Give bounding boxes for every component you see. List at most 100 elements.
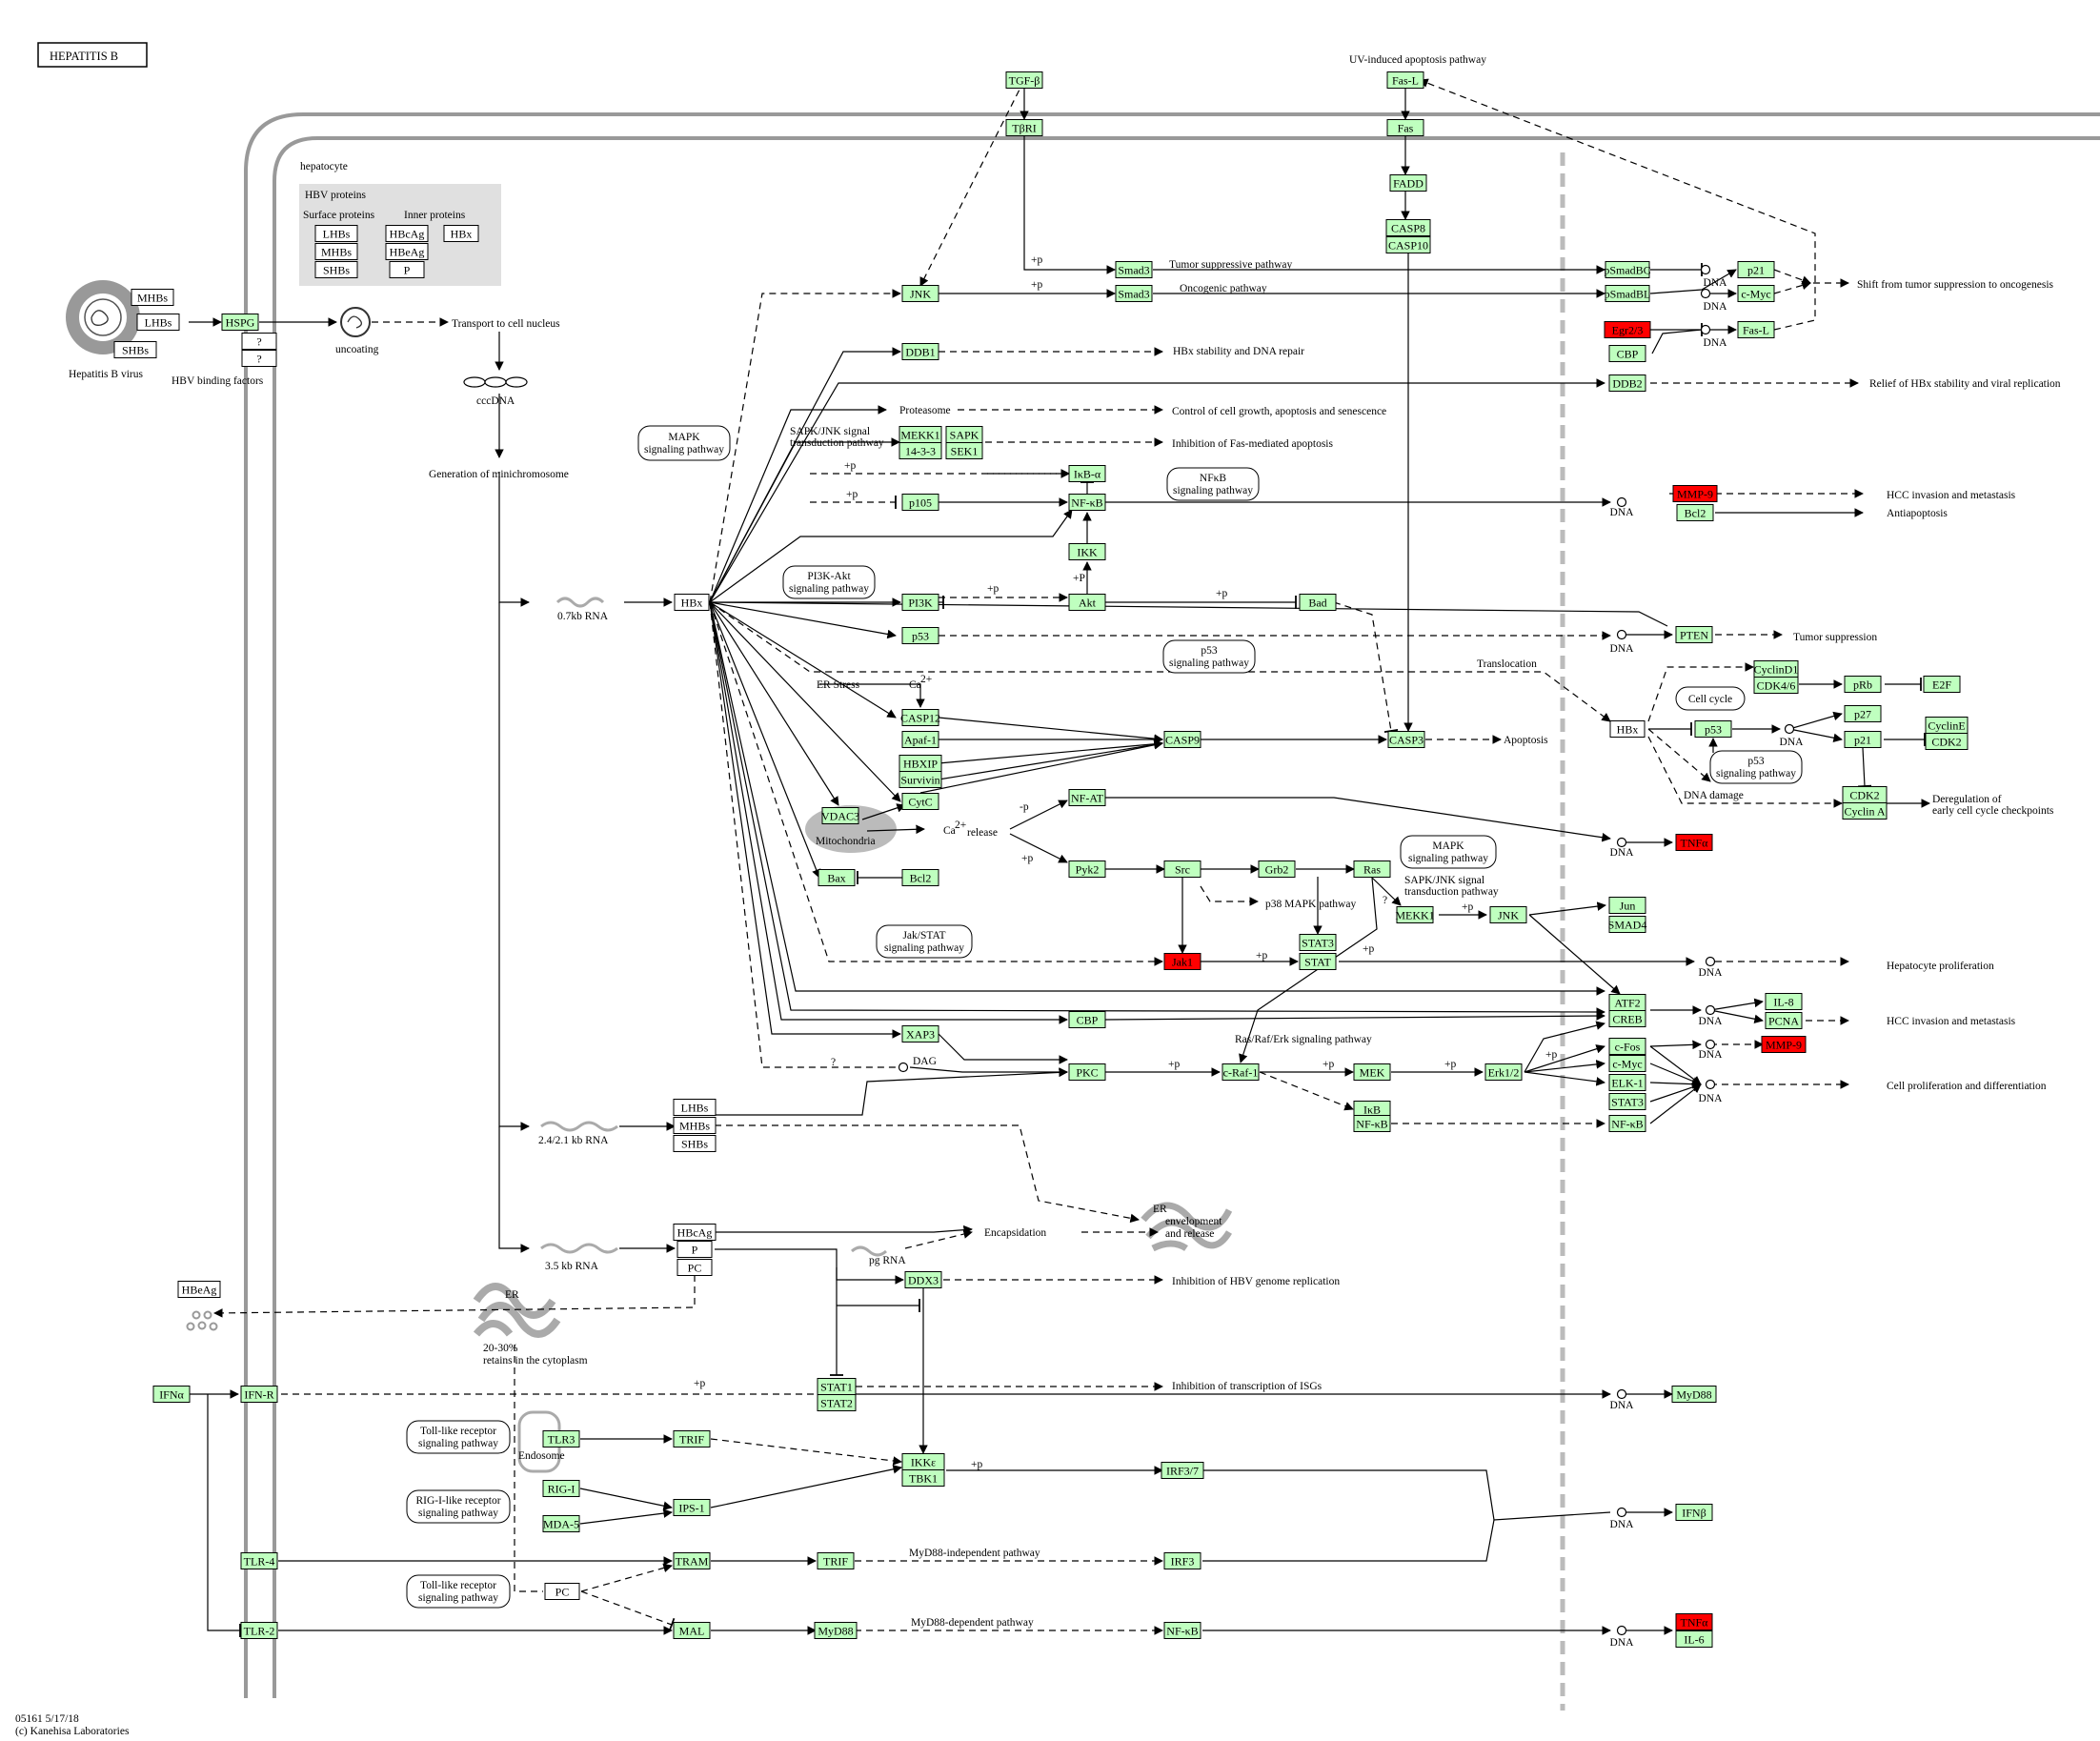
gene-nfkbc[interactable]: NF-κB xyxy=(1608,1115,1646,1132)
gene-il8[interactable]: IL-8 xyxy=(1765,993,1803,1010)
gene-irf37[interactable]: IRF3/7 xyxy=(1161,1462,1204,1479)
gene-ddx3[interactable]: DDX3 xyxy=(904,1271,942,1288)
gene-ikba[interactable]: IκB-α xyxy=(1068,465,1106,482)
gene-fasl2[interactable]: Fas-L xyxy=(1737,321,1775,338)
gene-mal[interactable]: MAL xyxy=(673,1622,711,1639)
gene-atf2[interactable]: ATF2 xyxy=(1608,994,1646,1011)
gene-fas[interactable]: Fas xyxy=(1386,119,1424,136)
hbv-box-lhbs_v[interactable]: LHBs xyxy=(136,314,180,331)
gene-p53b[interactable]: p53 xyxy=(1694,720,1732,738)
gene-pyk2[interactable]: Pyk2 xyxy=(1068,860,1106,878)
gene-e2f[interactable]: E2F xyxy=(1923,676,1961,693)
pathway-link-cellcycle[interactable]: Cell cycle xyxy=(1675,686,1746,711)
gene-myd88a[interactable]: MyD88 xyxy=(1671,1386,1717,1403)
hbv-box-lhbs_l[interactable]: LHBs xyxy=(314,225,358,242)
hbv-box-shbs[interactable]: SHBs xyxy=(673,1135,717,1152)
gene-pten[interactable]: PTEN xyxy=(1675,626,1713,643)
gene-p27[interactable]: p27 xyxy=(1844,705,1882,722)
gene-pkc[interactable]: PKC xyxy=(1068,1063,1106,1081)
gene-ifna[interactable]: IFNα xyxy=(152,1386,191,1403)
gene-ips1[interactable]: IPS-1 xyxy=(673,1499,711,1516)
gene-hbxip[interactable]: HBXIP xyxy=(899,755,942,772)
gene-elk1[interactable]: ELK-1 xyxy=(1608,1074,1646,1091)
gene-tbk1[interactable]: TBK1 xyxy=(901,1469,945,1487)
gene-creb[interactable]: CREB xyxy=(1608,1010,1646,1027)
gene-nfkbd[interactable]: NF-κB xyxy=(1163,1622,1201,1639)
gene-g1433[interactable]: 14-3-3 xyxy=(899,442,942,459)
gene-tlr3[interactable]: TLR3 xyxy=(542,1430,580,1447)
gene-casp12[interactable]: CASP12 xyxy=(900,709,940,726)
gene-jnka[interactable]: JNK xyxy=(901,285,939,302)
gene-ddb2[interactable]: DDB2 xyxy=(1608,375,1646,392)
gene-p21b[interactable]: p21 xyxy=(1844,731,1882,748)
gene-cfos[interactable]: c-Fos xyxy=(1608,1038,1646,1055)
gene-apaf1[interactable]: Apaf-1 xyxy=(901,731,939,748)
gene-trifa[interactable]: TRIF xyxy=(673,1430,711,1447)
gene-stat2[interactable]: STAT2 xyxy=(817,1394,857,1411)
gene-mmp9a[interactable]: MMP-9 xyxy=(1672,485,1718,502)
gene-ikk[interactable]: IKK xyxy=(1068,543,1106,560)
gene-stat3b[interactable]: STAT3 xyxy=(1608,1093,1646,1110)
gene-cdk46[interactable]: CDK4/6 xyxy=(1753,677,1799,694)
gene-grb2[interactable]: Grb2 xyxy=(1258,860,1296,878)
gene-craf1[interactable]: c-Raf-1 xyxy=(1222,1063,1260,1081)
gene-nfat[interactable]: NF-AT xyxy=(1068,789,1106,806)
gene-p21a[interactable]: p21 xyxy=(1737,261,1775,278)
gene-tnfa1[interactable]: TNFα xyxy=(1675,834,1713,851)
gene-tbri[interactable]: TβRI xyxy=(1005,119,1043,136)
gene-sapk[interactable]: SAPK xyxy=(945,426,983,443)
gene-mekk1b[interactable]: MEKK1 xyxy=(1395,906,1435,923)
gene-bcl2a[interactable]: Bcl2 xyxy=(1676,504,1714,521)
hbv-box-shbs_v[interactable]: SHBs xyxy=(113,341,157,358)
hbv-box-pc[interactable]: PC xyxy=(676,1259,713,1276)
gene-jun[interactable]: Jun xyxy=(1608,897,1646,914)
gene-nfkba[interactable]: NF-κB xyxy=(1068,494,1106,511)
hbv-box-hbeag_l[interactable]: HBeAg xyxy=(385,243,429,260)
gene-il6[interactable]: IL-6 xyxy=(1675,1630,1713,1648)
gene-casp8[interactable]: CASP8 xyxy=(1385,219,1431,236)
gene-vdac3[interactable]: VDAC3 xyxy=(821,807,859,824)
gene-jak1[interactable]: Jak1 xyxy=(1163,953,1201,970)
gene-fasl[interactable]: Fas-L xyxy=(1386,71,1424,89)
gene-stat3a[interactable]: STAT3 xyxy=(1299,934,1337,951)
hbv-box-mhbs[interactable]: MHBs xyxy=(673,1117,717,1134)
gene-tlr2[interactable]: TLR-2 xyxy=(240,1622,278,1639)
gene-cyclina[interactable]: Cyclin A xyxy=(1842,802,1888,820)
gene-psmadbc[interactable]: pSmadBC xyxy=(1604,261,1651,278)
hbv-box-p_l[interactable]: P xyxy=(389,261,425,278)
gene-egr23[interactable]: Egr2/3 xyxy=(1604,321,1651,338)
gene-tlr4[interactable]: TLR-4 xyxy=(240,1552,278,1569)
gene-irf3[interactable]: IRF3 xyxy=(1163,1552,1201,1569)
gene-survivin[interactable]: Survivin xyxy=(899,771,942,788)
gene-ikb2[interactable]: IκB xyxy=(1353,1101,1391,1118)
gene-myd88b[interactable]: MyD88 xyxy=(814,1622,858,1639)
gene-pcna[interactable]: PCNA xyxy=(1765,1012,1803,1029)
hbv-box-shbs_l[interactable]: SHBs xyxy=(314,261,358,278)
gene-psmadbl[interactable]: pSmadBL xyxy=(1605,285,1651,302)
gene-rigi[interactable]: RIG-I xyxy=(542,1480,580,1497)
gene-stat[interactable]: STAT xyxy=(1299,953,1337,970)
gene-cdk2a[interactable]: CDK2 xyxy=(1925,733,1969,750)
gene-tgfb[interactable]: TGF-β xyxy=(1005,71,1043,89)
gene-ifnr[interactable]: IFN-R xyxy=(240,1386,278,1403)
gene-tnfa2[interactable]: TNFα xyxy=(1675,1613,1713,1630)
gene-cbpb[interactable]: CBP xyxy=(1068,1011,1106,1028)
gene-xap3[interactable]: XAP3 xyxy=(901,1025,939,1043)
gene-mek[interactable]: MEK xyxy=(1353,1063,1391,1081)
gene-ikke[interactable]: IKKε xyxy=(901,1453,945,1470)
gene-casp10[interactable]: CASP10 xyxy=(1385,236,1431,253)
hbv-box-mhbs_l[interactable]: MHBs xyxy=(314,243,358,260)
gene-mekk1a[interactable]: MEKK1 xyxy=(899,426,942,443)
hbv-box-q2[interactable]: ? xyxy=(241,350,277,367)
gene-casp9[interactable]: CASP9 xyxy=(1163,731,1201,748)
gene-cyclind1[interactable]: CyclinD1 xyxy=(1753,660,1799,678)
gene-bad[interactable]: Bad xyxy=(1299,594,1337,611)
gene-pi3k[interactable]: PI3K xyxy=(901,594,939,611)
